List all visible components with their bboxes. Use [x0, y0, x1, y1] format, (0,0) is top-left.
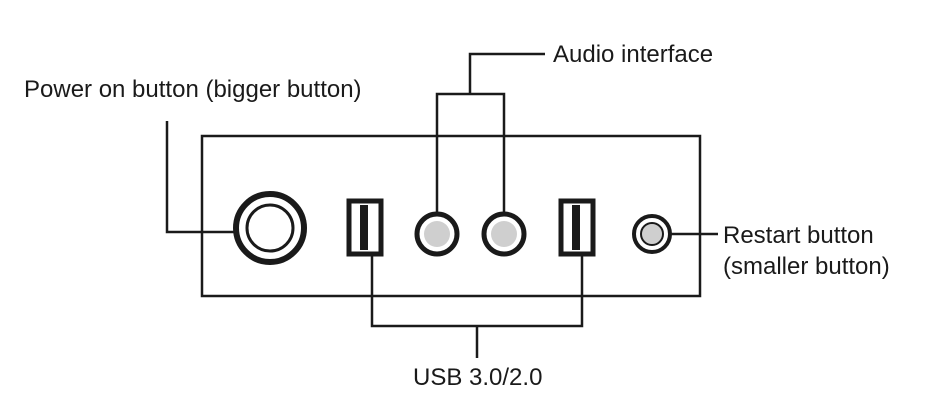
- restart-button: [632, 214, 672, 254]
- power-button-label: Power on button (bigger button): [24, 76, 362, 103]
- audio-jack-left: [414, 211, 460, 257]
- audio-interface-label: Audio interface: [553, 41, 713, 68]
- power-leader-line: [165, 121, 236, 234]
- usb-port-right: [558, 198, 596, 257]
- usb-bracket-line: [370, 254, 584, 328]
- audio-jack-right: [481, 211, 527, 257]
- front-panel: [200, 134, 702, 298]
- audio-bracket-line: [435, 92, 506, 214]
- power-button: [233, 191, 307, 265]
- restart-button-sublabel: (smaller button): [723, 253, 890, 280]
- audio-leader-line: [468, 52, 545, 94]
- restart-button-label: Restart button: [723, 222, 874, 249]
- usb-label: USB 3.0/2.0: [413, 364, 542, 391]
- usb-port-left: [346, 198, 384, 257]
